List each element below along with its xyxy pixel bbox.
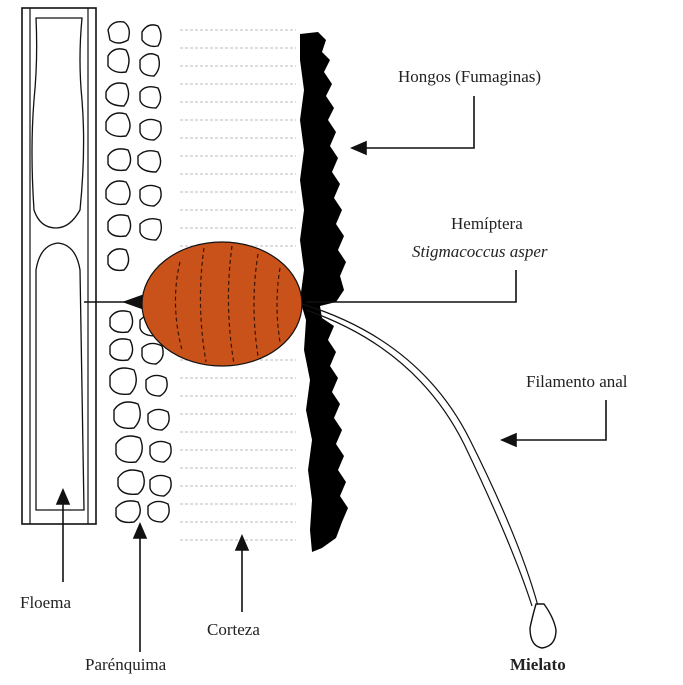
label-honeydew: Mielato bbox=[510, 656, 566, 673]
hemiptera-body bbox=[84, 242, 302, 366]
label-cortex: Corteza bbox=[207, 621, 260, 638]
phloem-tissue bbox=[22, 8, 96, 524]
label-hemiptera-species: Stigmacoccus asper bbox=[412, 243, 548, 260]
label-phloem: Floema bbox=[20, 594, 71, 611]
fungi-layer bbox=[300, 32, 348, 552]
label-hemiptera-order: Hemíptera bbox=[451, 215, 523, 232]
label-anal-filament: Filamento anal bbox=[526, 373, 628, 390]
label-fungi: Hongos (Fumaginas) bbox=[398, 68, 541, 85]
label-parenchyma: Parénquima bbox=[85, 656, 166, 673]
honeydew-drop bbox=[530, 604, 556, 648]
